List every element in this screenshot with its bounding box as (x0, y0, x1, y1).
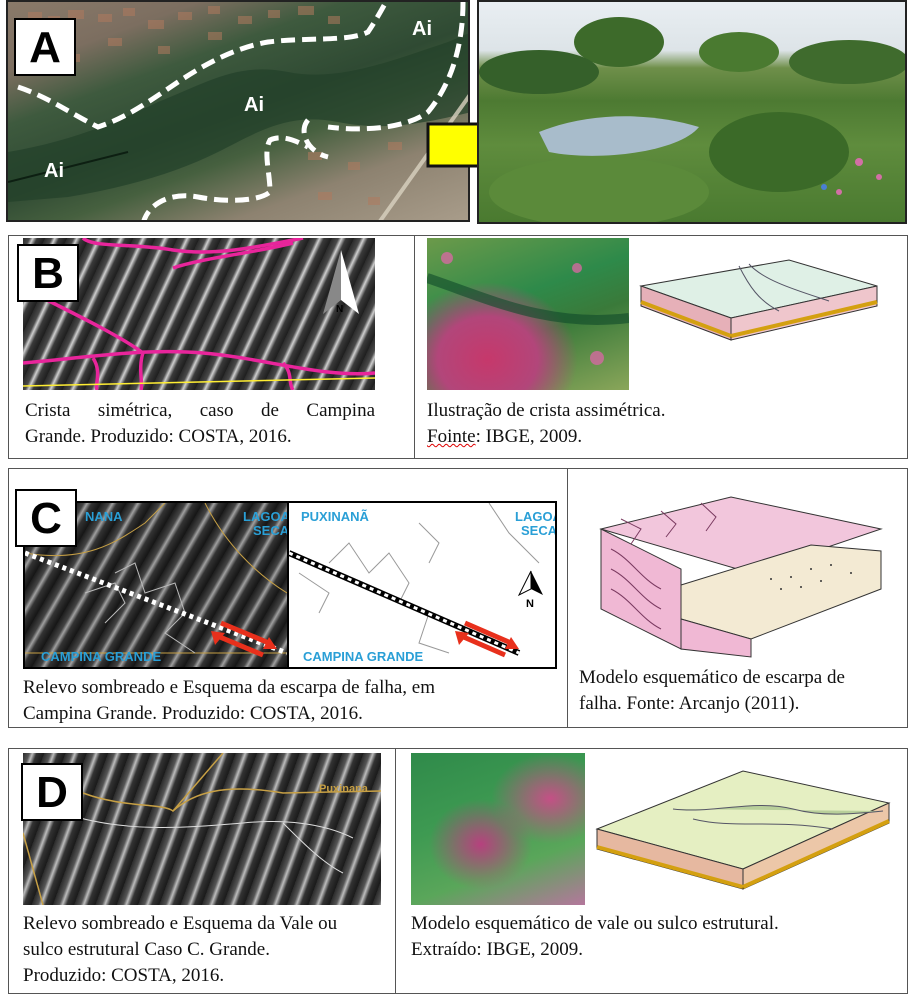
satellite-image: Ai Ai Ai N (6, 0, 470, 222)
map-label-campina-left: CAMPINA GRANDE (41, 649, 162, 664)
schematic-overlay (289, 503, 540, 658)
fault-scarp-model-caption: Modelo esquemático de escarpa de falha. … (579, 665, 901, 717)
panel-letter-b: B (17, 244, 79, 302)
structural-valley-block-diagram (595, 770, 891, 890)
panel-b-divider (414, 236, 415, 458)
fault-scarp-caption: Relevo sombreado e Esquema da escarpa de… (23, 675, 563, 727)
north-arrow-icon: N (517, 570, 543, 609)
caption-line: Crista simétrica, caso de Campina (25, 400, 375, 421)
caption-line: falha. Fonte: Arcanjo (2011). (579, 693, 800, 714)
misspelled-word: Fointe (427, 426, 476, 447)
panel-letter-a: A (14, 18, 76, 76)
caption-line: Modelo esquemático de escarpa de (579, 667, 845, 688)
asymmetric-crest-block-diagram (639, 259, 878, 341)
panel-a: Ai Ai Ai N A (0, 0, 914, 225)
caption-line: Relevo sombreado e Esquema da escarpa de… (23, 677, 436, 698)
structural-valley-caption: Relevo sombreado e Esquema da Vale ou su… (23, 911, 395, 989)
map-label-puxinana: PUXINANÃ (301, 509, 369, 524)
panel-c-divider (567, 469, 568, 727)
map-label-puxinana-cut: NANA (85, 509, 123, 524)
symmetric-crest-hillshade: N (23, 238, 375, 390)
crest-lines (23, 238, 375, 390)
caption-line: Relevo sombreado e Esquema da Vale ou (23, 913, 338, 934)
fault-scarp-schematic: PUXINANÃ LAGOA SECA CAMPINA GRANDE N (287, 503, 555, 667)
satellite-texture (427, 252, 629, 365)
structural-valley-satellite (411, 753, 585, 905)
panel-c: NANA LAGOA SECA CAMPINA GRANDE PUXINANÃ (8, 468, 908, 728)
fault-scarp-map: NANA LAGOA SECA CAMPINA GRANDE PUXINANÃ (23, 501, 557, 669)
svg-text:N: N (336, 304, 343, 315)
asymmetric-crest-caption: Ilustração de crista assimétrica. Fointe… (427, 398, 897, 450)
asymmetric-crest-satellite (427, 238, 629, 390)
map-label-seca-left: SECA (253, 523, 290, 538)
north-arrow-icon: N (323, 250, 359, 315)
area-label-ai-middle: Ai (244, 94, 264, 116)
caption-rest: : IBGE, 2009. (475, 426, 583, 447)
map-label-lagoa-right: LAGOA (515, 509, 555, 524)
symmetric-crest-caption: Crista simétrica, caso de Campina Grande… (25, 398, 375, 450)
panel-letter-d: D (21, 763, 83, 821)
panel-d: Puxinana D Relevo sombreado e Esquema da… (8, 748, 908, 994)
caption-line: sulco estrutural Caso C. Grande. (23, 939, 270, 960)
map-label-lagoa-left: LAGOA (243, 509, 290, 524)
fault-scarp-block-diagram (599, 496, 883, 658)
landscape-overlay (479, 17, 905, 222)
landscape-photo (477, 0, 907, 224)
caption-line: Campina Grande. Produzido: COSTA, 2016. (23, 703, 363, 724)
valley-overlay (23, 753, 381, 905)
caption-line: Modelo esquemático de vale ou sulco estr… (411, 913, 779, 934)
map-label-seca-right: SECA (521, 523, 557, 538)
caption-line: Extraído: IBGE, 2009. (411, 939, 584, 960)
svg-text:N: N (526, 598, 534, 609)
structural-valley-model-caption: Modelo esquemático de vale ou sulco estr… (411, 911, 901, 963)
panel-letter-c: C (15, 489, 77, 547)
map-label-puxinana-d: Puxinana (319, 783, 368, 795)
caption-line: Grande. Produzido: COSTA, 2016. (25, 426, 292, 447)
map-label-campina-right: CAMPINA GRANDE (303, 649, 424, 664)
panel-b: N B Crista simétrica, caso de Campina Gr… (8, 235, 908, 459)
caption-line: Ilustração de crista assimétrica. (427, 400, 666, 421)
panel-d-divider (395, 749, 396, 993)
caption-line: Fointe: IBGE, 2009. (427, 424, 897, 450)
caption-line: Produzido: COSTA, 2016. (23, 965, 225, 986)
satellite-overlay (8, 2, 468, 220)
hillshade-overlay (25, 503, 287, 658)
area-label-ai-left: Ai (44, 160, 64, 182)
area-label-ai-top: Ai (412, 18, 432, 40)
